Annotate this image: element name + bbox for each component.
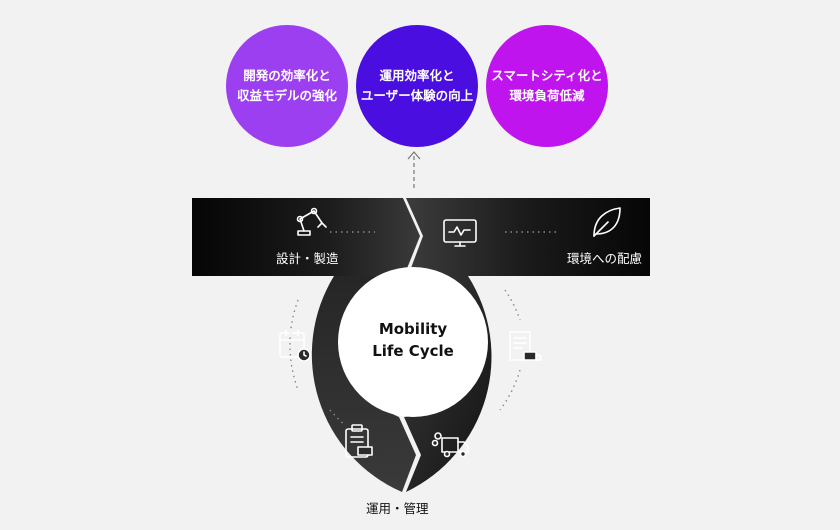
goal-text-operation: 運用効率化と ユーザー体験の向上 bbox=[360, 68, 474, 103]
goal-text-development: 開発の効率化と 収益モデルの強化 bbox=[236, 68, 337, 103]
goal-text-smartcity: スマートシティ化と 環境負荷低減 bbox=[491, 68, 603, 103]
arrow-up-icon bbox=[407, 151, 421, 188]
band-right bbox=[406, 198, 650, 276]
stage-label-environment: 環境への配慮 bbox=[567, 251, 643, 266]
ring-right bbox=[404, 276, 492, 492]
center-title: Mobility Life Cycle bbox=[372, 320, 454, 360]
stage-label-design: 設計・製造 bbox=[276, 251, 339, 266]
band-left bbox=[192, 198, 420, 276]
ring-left bbox=[311, 276, 416, 492]
goal-circle-development: 開発の効率化と 収益モデルの強化 bbox=[226, 25, 348, 147]
leaf-icon bbox=[593, 207, 621, 237]
monitor-chart-icon bbox=[443, 219, 477, 247]
calendar-clock-icon bbox=[279, 329, 311, 362]
document-truck-icon bbox=[509, 331, 542, 361]
truck-smoke-icon bbox=[431, 432, 469, 458]
goal-circle-operation: 運用効率化と ユーザー体験の向上 bbox=[356, 25, 478, 147]
goal-circle-smartcity: スマートシティ化と 環境負荷低減 bbox=[486, 25, 608, 147]
robot-arm-icon bbox=[296, 207, 327, 236]
stage-label-operation: 運用・管理 bbox=[366, 501, 429, 516]
center-circle bbox=[338, 267, 488, 417]
clipboard-battery-icon bbox=[345, 424, 373, 458]
